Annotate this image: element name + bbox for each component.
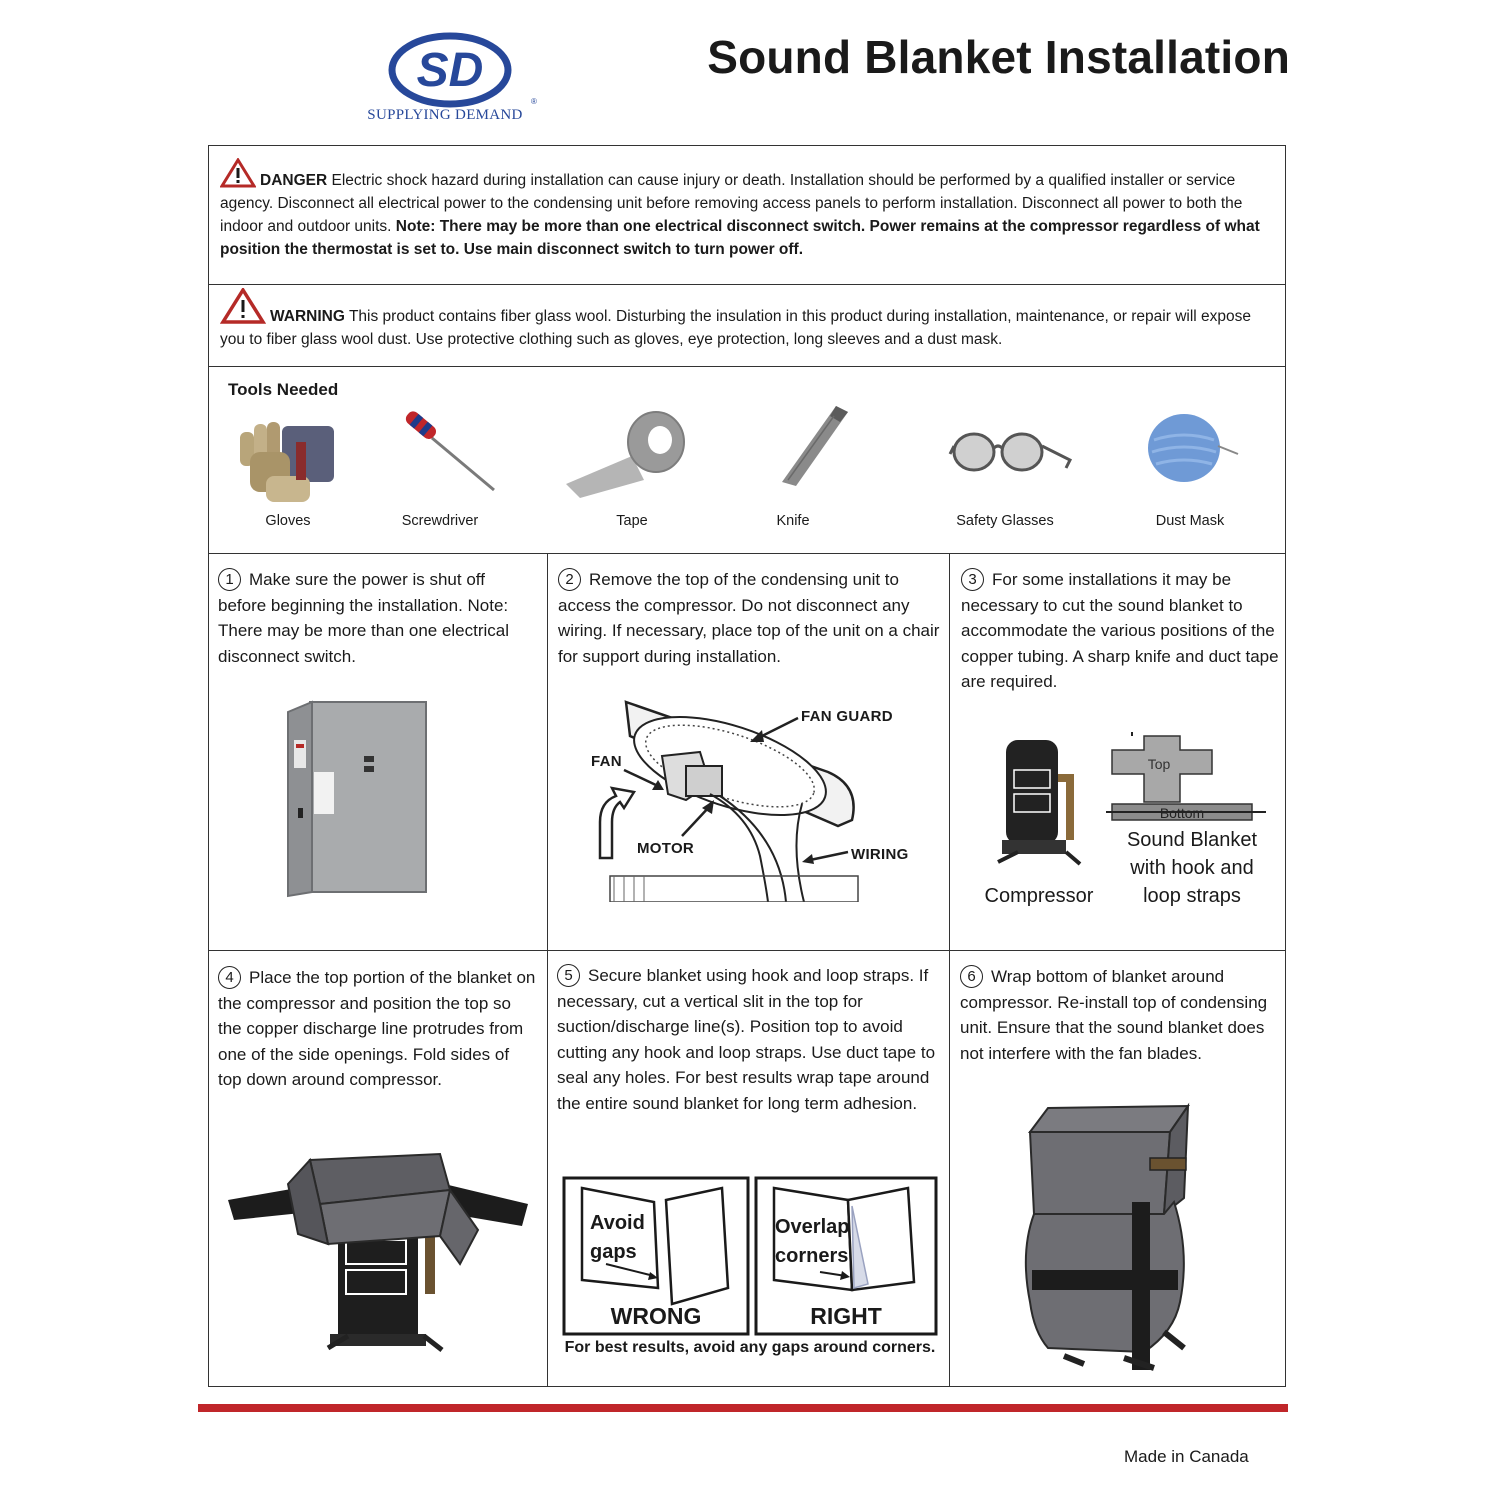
- step-number: 6: [960, 965, 983, 988]
- corners-caption: For best results, avoid any gaps around …: [564, 1339, 936, 1356]
- tool-label-safety-glasses: Safety Glasses: [956, 513, 1054, 529]
- screwdriver-icon: [405, 411, 495, 492]
- danger-keyword: DANGER: [260, 172, 328, 189]
- electrical-panel-illustration: [287, 700, 427, 898]
- tool-label-knife: Knife: [776, 513, 810, 529]
- instruction-frame: [208, 145, 1286, 1387]
- danger-bold-text: Note: There may be more than one electri…: [220, 218, 1260, 258]
- gloves-icon: [240, 422, 334, 502]
- svg-text:SD: SD: [417, 44, 484, 97]
- wrong-verdict: WRONG: [610, 1303, 702, 1329]
- divider: [547, 553, 548, 1387]
- divider: [208, 366, 1286, 367]
- step-number: 2: [558, 568, 581, 591]
- svg-text:®: ®: [531, 97, 537, 106]
- step-instruction: Remove the top of the condensing unit to…: [558, 570, 940, 666]
- step-number: 1: [218, 568, 241, 591]
- condenser-top-illustration: [598, 700, 859, 902]
- wrong-right-corners-illustration: [562, 1176, 938, 1336]
- label-motor: MOTOR: [637, 840, 695, 857]
- label-fan: FAN: [591, 753, 622, 770]
- wrapped-compressor-illustration: [1024, 1102, 1190, 1371]
- supplying-demand-logo: SD ®: [388, 32, 537, 108]
- danger-text: Electric shock hazard during installatio…: [220, 172, 1243, 235]
- step-number: 5: [557, 964, 580, 987]
- tools-heading: Tools Needed: [228, 380, 339, 399]
- divider: [208, 950, 1286, 951]
- label-wiring: WIRING: [851, 846, 909, 863]
- blanket-top-on-compressor-illustration: [228, 1152, 528, 1352]
- dust-mask-icon: [1148, 414, 1239, 482]
- divider: [208, 284, 1286, 285]
- logo-wordmark: SUPPLYING DEMAND: [367, 107, 523, 123]
- sound-blanket-diagram: [1106, 732, 1266, 821]
- tool-label-tape: Tape: [616, 513, 648, 529]
- warning-text: This product contains fiber glass wool. …: [220, 308, 1252, 348]
- tool-label-gloves: Gloves: [265, 513, 311, 529]
- knife-icon: [782, 406, 848, 486]
- divider: [949, 553, 950, 1387]
- made-in-label: Made in Canada: [1124, 1447, 1249, 1466]
- right-verdict: RIGHT: [810, 1303, 882, 1329]
- step-instruction: Place the top portion of the blanket on …: [218, 968, 536, 1090]
- step-instruction: Secure blanket using hook and loop strap…: [557, 966, 936, 1113]
- page-title: Sound Blanket Installation: [707, 31, 1290, 83]
- tool-label-dust-mask: Dust Mask: [1155, 513, 1225, 529]
- compressor-illustration: [997, 740, 1082, 866]
- warning-notice: WARNING This product contains fiber glas…: [220, 288, 1278, 351]
- avoid-gaps-label: Avoid gaps: [590, 1212, 645, 1263]
- tool-label-screwdriver: Screwdriver: [401, 513, 479, 529]
- divider: [208, 553, 1286, 554]
- safety-glasses-icon: [948, 432, 1073, 472]
- step-instruction: For some installations it may be necessa…: [961, 570, 1279, 692]
- label-bottom: Bottom: [1159, 805, 1205, 821]
- sound-blanket-caption: Sound Blanket with hook and loop straps: [1126, 829, 1258, 907]
- tape-icon: [566, 411, 685, 498]
- step-number: 3: [961, 568, 984, 591]
- warning-keyword: WARNING: [270, 308, 345, 325]
- step-instruction: Wrap bottom of blanket around compressor…: [960, 967, 1268, 1063]
- warning-triangle-icon: [220, 288, 266, 324]
- overlap-corners-label: Overlap corners: [775, 1216, 850, 1267]
- label-fan-guard: FAN GUARD: [801, 708, 893, 725]
- danger-notice: DANGER Electric shock hazard during inst…: [220, 158, 1278, 261]
- step-number: 4: [218, 966, 241, 989]
- label-top: Top: [1147, 756, 1171, 772]
- footer-rule: [198, 1404, 1288, 1412]
- step-instruction: Make sure the power is shut off before b…: [218, 570, 510, 666]
- warning-triangle-icon: [220, 158, 256, 188]
- compressor-caption: Compressor: [984, 885, 1094, 907]
